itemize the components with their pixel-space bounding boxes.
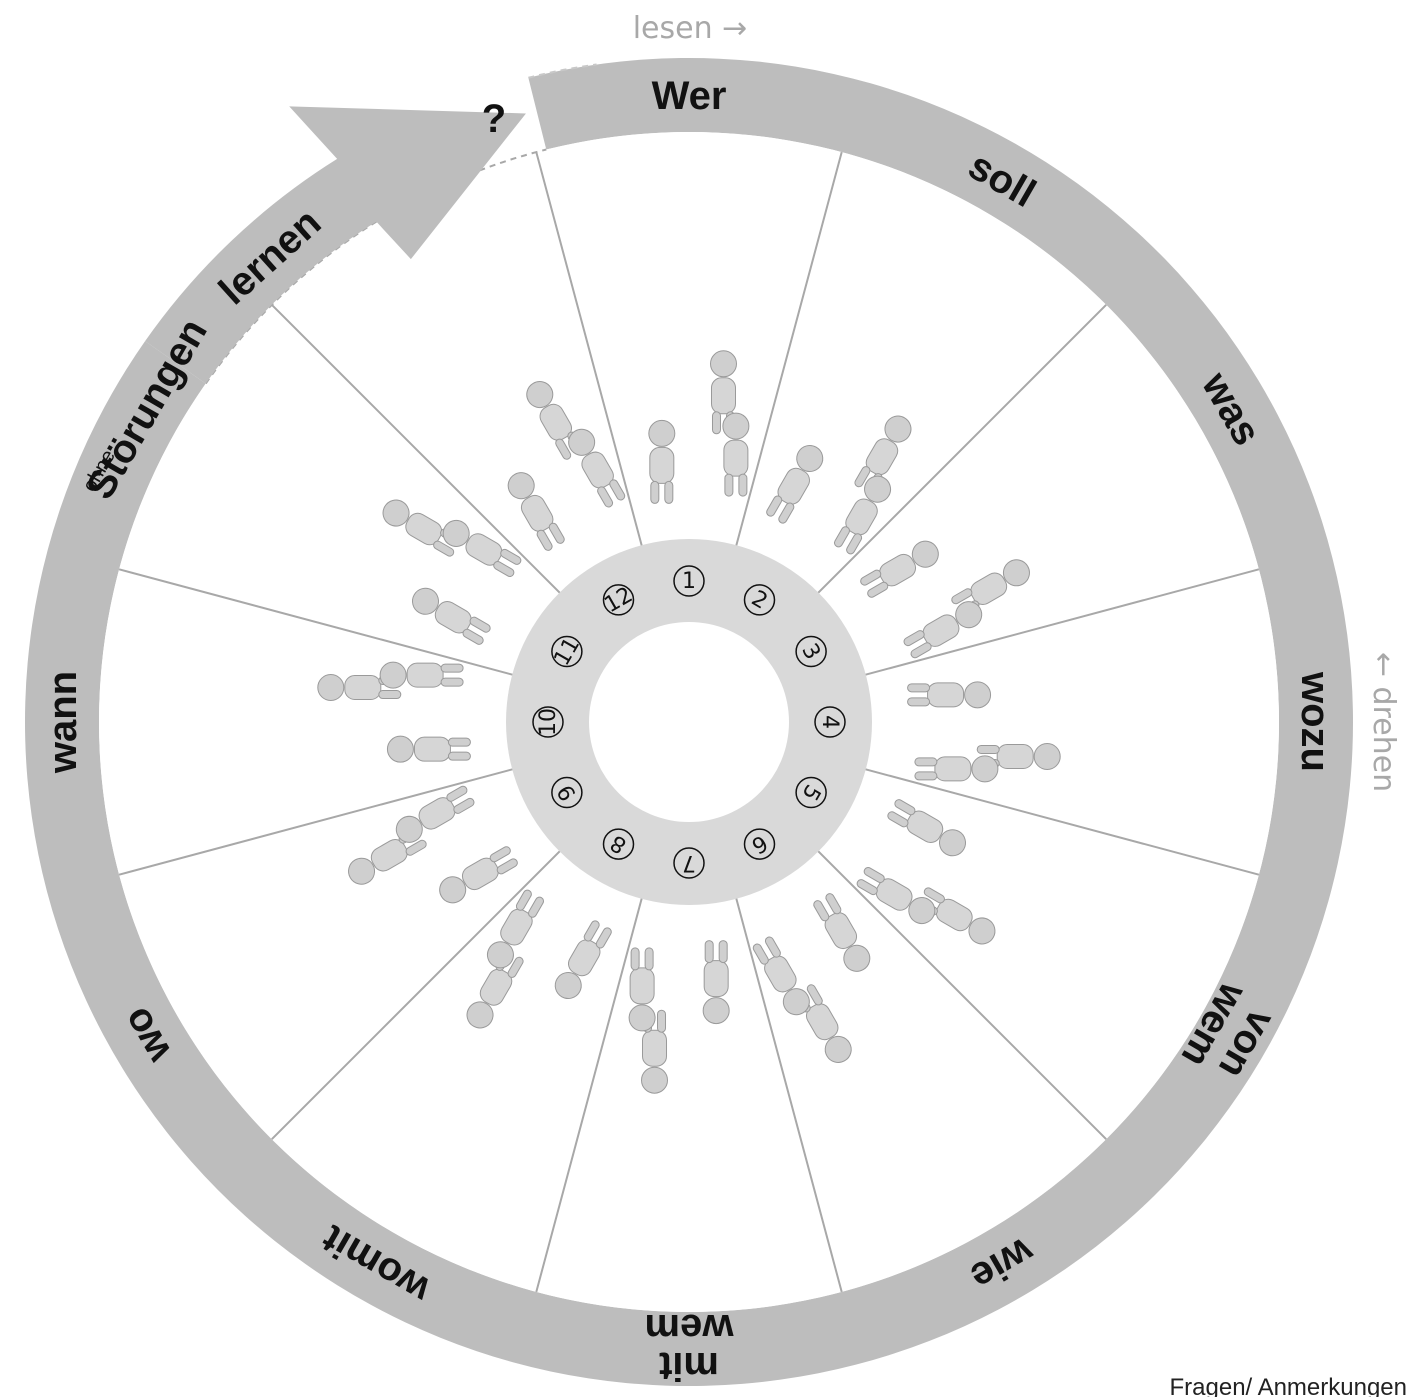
figure-icon (648, 419, 676, 504)
number-circle (743, 584, 776, 616)
dashed-arc-inner (528, 63, 597, 79)
figure-icon (568, 428, 626, 508)
figure-icon (887, 799, 967, 857)
ring-word: wann (41, 671, 85, 774)
figure-icon (507, 472, 565, 551)
question-mark: ? (482, 97, 506, 141)
turn-hint: ← drehen (1366, 652, 1401, 792)
figure-icon (833, 475, 892, 555)
figure-icon (903, 601, 983, 659)
number-circle (673, 565, 705, 597)
figure-icon (914, 755, 999, 783)
figure-icon (752, 936, 810, 1016)
dashed-arc (204, 148, 547, 385)
number-circle (602, 828, 635, 860)
number-circle (551, 776, 583, 809)
segment-number: 10 (536, 708, 561, 736)
footer-note: Fragen/ Anmerkungen (1170, 1374, 1407, 1397)
number-circle (743, 828, 776, 860)
number-ring-hole (589, 622, 789, 822)
figure-icon (766, 444, 824, 524)
figure-icon (722, 412, 750, 497)
figure-icon (526, 381, 584, 460)
segment-illustrations (317, 350, 1061, 1094)
figure-icon (628, 947, 656, 1032)
segment-number: 1 (682, 569, 696, 594)
figure-icon (442, 519, 522, 578)
figure-icon (813, 893, 871, 972)
number-circle (551, 635, 583, 668)
figure-icon (907, 681, 992, 709)
number-circle (532, 706, 564, 738)
number-circle (673, 847, 705, 879)
figure-icon (411, 587, 491, 645)
number-circle (602, 584, 635, 616)
ring-word: Wer (652, 74, 727, 118)
figure-icon (860, 540, 939, 598)
segment-number: 4 (817, 715, 842, 729)
figure-icon (702, 940, 730, 1025)
figure-icon (856, 866, 936, 925)
figure-icon (379, 661, 464, 689)
ring-word: mit (659, 1344, 719, 1388)
figure-icon (554, 920, 612, 1000)
number-circle (814, 706, 846, 738)
figure-icon (951, 559, 1030, 617)
number-circle (795, 776, 827, 809)
figure-icon (439, 846, 518, 904)
number-circle (795, 635, 827, 668)
figure-icon (317, 674, 402, 702)
ring-word: wozu (1293, 671, 1337, 772)
ring-word: wem (645, 1306, 735, 1350)
figure-icon (395, 785, 475, 843)
figure-icon (386, 735, 471, 763)
segment-number: 7 (682, 850, 696, 875)
read-hint: lesen → (633, 11, 748, 46)
learning-arrow-icon (145, 106, 526, 384)
figure-icon (486, 889, 545, 969)
